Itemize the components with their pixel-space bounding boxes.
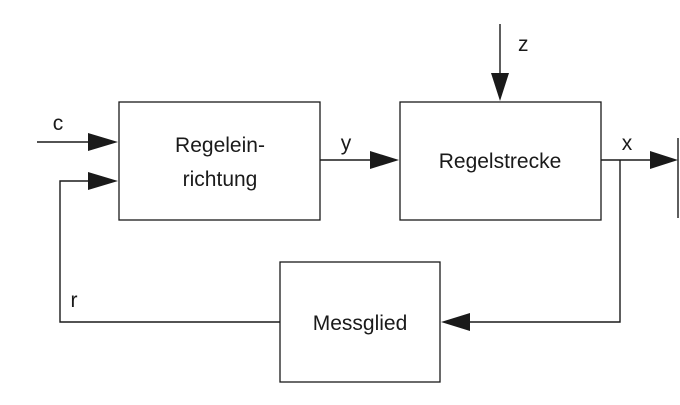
manipulated-signal: y: [320, 132, 399, 169]
disturbance-signal: z: [491, 24, 529, 101]
sensor-label: Messglied: [313, 312, 408, 335]
plant-label: Regelstrecke: [439, 150, 562, 173]
disturbance-arrow: [491, 73, 509, 101]
setpoint-label: c: [53, 112, 64, 135]
controlled-label: x: [622, 132, 633, 155]
measurement-path: [441, 160, 621, 331]
feedback-arrow: [88, 172, 118, 190]
controller-label-line1: Regelein-: [175, 134, 265, 157]
measurement-arrow: [441, 313, 470, 331]
setpoint-signal: c: [37, 112, 118, 151]
disturbance-label: z: [518, 33, 529, 56]
controller-label-line2: richtung: [183, 168, 258, 191]
sensor-block: Messglied: [279, 261, 441, 383]
controlled-arrow: [650, 151, 678, 169]
manipulated-arrow: [370, 151, 399, 169]
feedback-label: r: [71, 289, 78, 312]
setpoint-arrow: [88, 133, 118, 151]
controlled-signal: x: [601, 132, 679, 218]
controller-block: Regelein- richtung: [118, 101, 321, 221]
plant-block: Regelstrecke: [399, 101, 602, 221]
feedback-signal: r: [59, 172, 280, 323]
manipulated-label: y: [341, 132, 352, 155]
